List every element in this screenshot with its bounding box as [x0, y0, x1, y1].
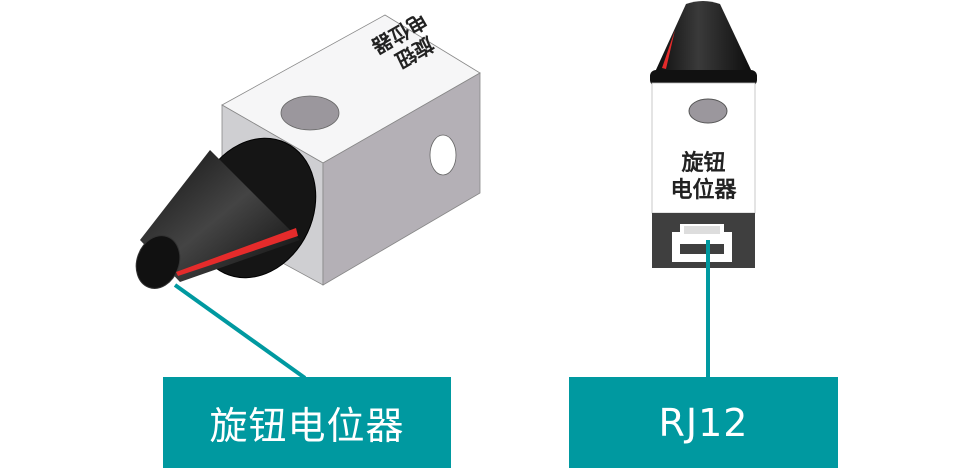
mount-hole [688, 98, 728, 124]
knob-cone [140, 150, 300, 282]
housing-side-face [322, 72, 481, 286]
label-rj12: RJ12 [569, 377, 838, 468]
knob-base [650, 70, 757, 86]
leader-line-left [173, 283, 307, 380]
knob-tip [135, 235, 181, 289]
rj12-port-icon [672, 224, 732, 262]
potentiometer-module-3d: 旋钮 电位器 [135, 8, 481, 289]
potentiometer-module-front [650, 1, 757, 268]
knob-indicator-stripe [176, 228, 298, 276]
label-knob-potentiometer: 旋钮电位器 [163, 377, 451, 468]
knob-top-view [655, 1, 752, 81]
side-mount-hole [429, 134, 457, 176]
module-print-line1: 旋钮 [681, 151, 726, 176]
knob-indicator-edge [662, 30, 675, 69]
module-print-line2: 电位器 [670, 178, 737, 203]
top-mount-hole [280, 95, 340, 131]
